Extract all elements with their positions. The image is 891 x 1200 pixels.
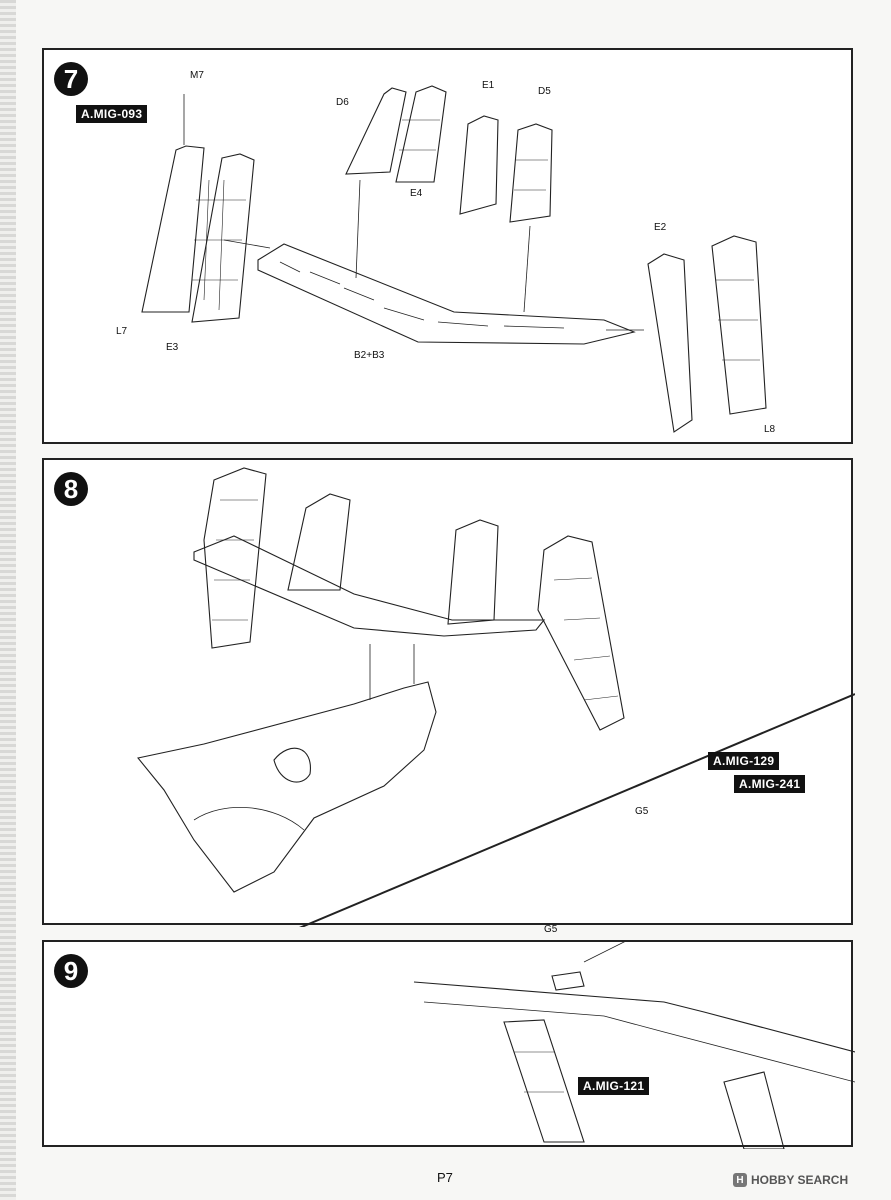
paint-ref-badge: A.MIG-241: [734, 775, 806, 793]
step-7-illustration: [141, 85, 767, 433]
part-label-l7: L7: [116, 326, 128, 337]
paint-ref-badge: A.MIG-121: [578, 1077, 650, 1095]
part-label-e2: E2: [654, 222, 667, 233]
part-label-e3: E3: [166, 342, 179, 353]
page-number: P7: [437, 1170, 453, 1185]
part-label-g5: G5: [635, 806, 649, 817]
paint-ref-badge: A.MIG-093: [76, 105, 148, 123]
step-8-number: 8: [54, 472, 88, 506]
part-label-b2-b3: B2+B3: [354, 350, 385, 361]
step-8-illustration: [137, 467, 855, 927]
watermark: H HOBBY SEARCH: [733, 1173, 848, 1187]
hobbysearch-logo-icon: H: [733, 1173, 747, 1187]
step-7-panel: 7 A.MIG-093 M7 D6 E1 D5 E4 E2 L7 E3 B2+B…: [42, 48, 853, 444]
step-9-panel: 9 G5 A.MIG-121: [42, 924, 855, 1149]
part-label-e4: E4: [410, 188, 423, 199]
part-label-m7: M7: [190, 70, 204, 81]
part-label-l8: L8: [764, 424, 776, 435]
paint-ref-badge: A.MIG-129: [708, 752, 780, 770]
step-8-panel: 8 A.MIG-129 A.MIG-241 G5: [42, 458, 855, 927]
part-label-d5: D5: [538, 86, 551, 97]
step-7-number: 7: [54, 62, 88, 96]
part-label-g5: G5: [544, 924, 558, 935]
step-9-number: 9: [54, 954, 88, 988]
part-label-d6: D6: [336, 97, 349, 108]
step-9-illustration: [413, 942, 855, 1149]
watermark-text: HOBBY SEARCH: [751, 1173, 849, 1187]
part-label-e1: E1: [482, 80, 495, 91]
page-binding-edge: [0, 0, 16, 1200]
